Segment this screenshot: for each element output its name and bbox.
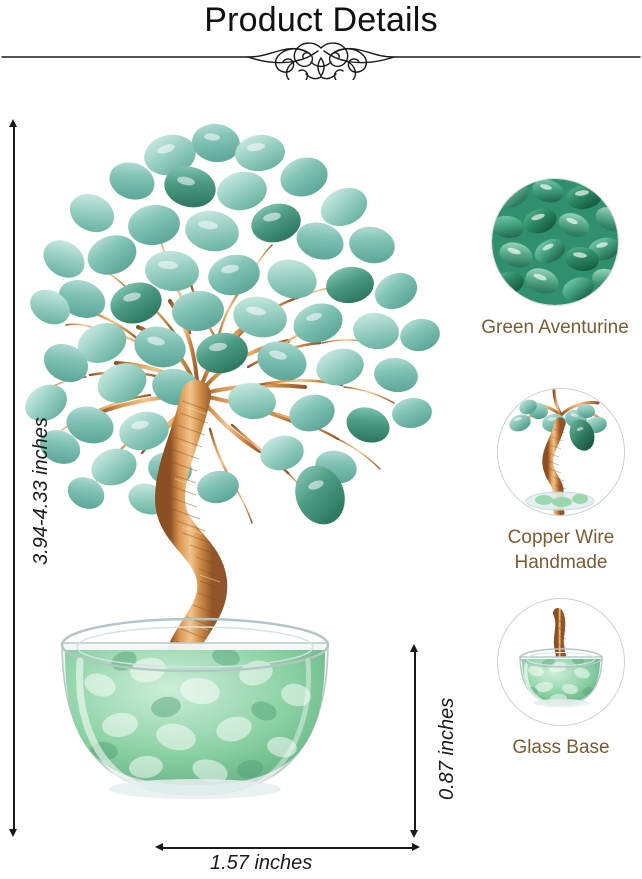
copper-wire-trunk-photo-icon <box>497 388 625 516</box>
arrow-down-icon <box>410 830 419 838</box>
product-image <box>20 95 440 855</box>
callout-copper-wire: Copper Wire Handmade <box>480 388 642 575</box>
arrow-right-icon <box>412 843 420 852</box>
callout-label-copper-wire-line1: Copper Wire <box>507 527 615 548</box>
dimension-height-label: 3.94-4.33 inches <box>30 417 52 565</box>
dimension-base-height-label: 0.87 inches <box>436 697 458 800</box>
arrow-down-icon <box>9 829 18 837</box>
ornamental-divider-icon <box>0 36 642 85</box>
callout-label-copper-wire-line2: Handmade <box>514 552 608 573</box>
callout-green-aventurine: Green Aventurine <box>468 178 642 340</box>
dimension-base-width-label: 1.57 inches <box>210 852 313 874</box>
arrow-up-icon <box>410 644 419 652</box>
glass-base-photo-icon <box>497 598 625 726</box>
callout-label-green-aventurine: Green Aventurine <box>481 317 629 338</box>
callout-label-glass-base: Glass Base <box>512 737 610 758</box>
aventurine-stones-photo-icon <box>491 178 619 306</box>
dimension-line-vertical-right <box>414 651 416 831</box>
callout-label-copper-wire: Copper Wire Handmade <box>480 525 642 575</box>
page-title: Product Details <box>204 1 438 39</box>
callout-glass-base: Glass Base <box>480 598 642 760</box>
dimension-line-horizontal <box>162 847 412 849</box>
arrow-left-icon <box>155 843 163 852</box>
arrow-up-icon <box>9 119 18 127</box>
dimension-line-vertical-left <box>13 126 15 830</box>
